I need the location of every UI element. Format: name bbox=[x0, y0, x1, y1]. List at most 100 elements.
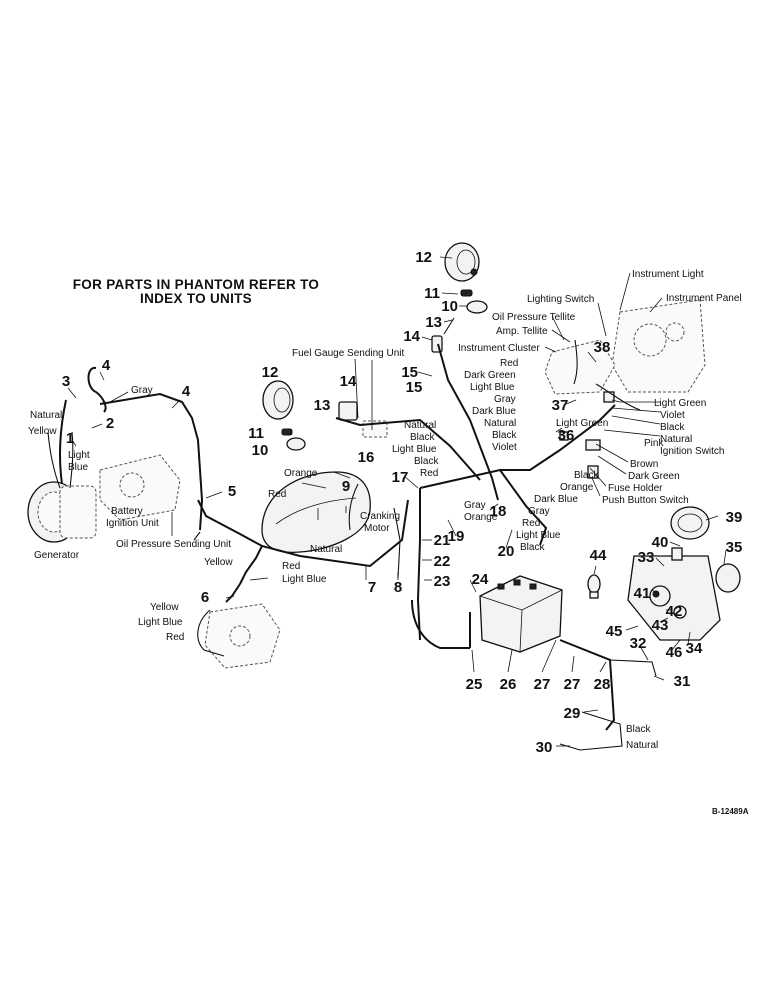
label-red-mid: Red bbox=[268, 489, 286, 500]
battery-part bbox=[479, 575, 563, 653]
label-cb-black2: Black bbox=[520, 542, 545, 553]
label-amp-tellite: Amp. Tellite bbox=[496, 326, 548, 337]
label-oil-pressure-sending-unit: Oil Pressure Sending Unit bbox=[116, 539, 231, 550]
callout-45: 45 bbox=[606, 623, 623, 640]
wire-rear-30 bbox=[559, 711, 623, 751]
instrument-panel-phantom bbox=[611, 299, 706, 393]
callout-42: 42 bbox=[666, 603, 683, 620]
label-cm-red: Red bbox=[420, 468, 438, 479]
leader-12-top bbox=[439, 256, 453, 259]
callout-1: 1 bbox=[66, 430, 74, 447]
leader-27b bbox=[571, 655, 575, 673]
callout-46: 46 bbox=[666, 644, 683, 661]
callout-13-left: 13 bbox=[314, 397, 331, 414]
callout-24: 24 bbox=[472, 571, 489, 588]
label-cb-light-blue: Light Blue bbox=[516, 530, 561, 541]
wire-light-blue bbox=[69, 431, 74, 489]
label-cm-black2: Black bbox=[414, 456, 439, 467]
harness-left-natural bbox=[58, 399, 67, 485]
leader-fuse-holder bbox=[589, 467, 607, 487]
label-light-blue-low: Light Blue bbox=[138, 617, 183, 628]
leader-1 bbox=[71, 439, 77, 447]
label-cm-black: Black bbox=[410, 432, 435, 443]
leader-29 bbox=[583, 709, 599, 713]
label-cl-red: Red bbox=[500, 358, 518, 369]
label-cl-dark-blue: Dark Blue bbox=[472, 406, 516, 417]
harness-down-6 bbox=[239, 545, 263, 585]
callout-10-top: 10 bbox=[441, 298, 458, 315]
label-cl-violet: Violet bbox=[492, 442, 517, 453]
leader-41 bbox=[651, 589, 659, 595]
callout-20: 20 bbox=[498, 543, 515, 560]
label-natural-left: Natural bbox=[30, 410, 62, 421]
label-orange-mid: Orange bbox=[284, 468, 318, 479]
leader-red-yellow bbox=[249, 577, 269, 581]
leader-28 bbox=[599, 661, 607, 673]
callout-43: 43 bbox=[652, 617, 669, 634]
callout-37: 37 bbox=[552, 397, 569, 414]
callout-25: 25 bbox=[466, 676, 483, 693]
label-light-blue-left-2: Blue bbox=[68, 462, 88, 473]
leader-4-left bbox=[99, 371, 105, 381]
label-yellow-mid: Yellow bbox=[204, 557, 233, 568]
battery-ignition-unit-phantom bbox=[99, 454, 181, 521]
harness-top-gray bbox=[99, 392, 204, 531]
wire-rear-31 bbox=[609, 659, 657, 677]
leader-4-right bbox=[171, 399, 181, 409]
leader-instrument-cluster bbox=[544, 346, 557, 353]
callout-10-left: 10 bbox=[252, 442, 269, 459]
leader-38 bbox=[587, 351, 597, 363]
label-battery-ignition-2: Ignition Unit bbox=[106, 518, 159, 529]
label-br-natural: Natural bbox=[626, 740, 658, 751]
label-cr-fuse-holder: Fuse Holder bbox=[608, 483, 663, 494]
callout-5: 5 bbox=[228, 483, 236, 500]
callout-15-top: 15 bbox=[401, 364, 418, 381]
callout-6: 6 bbox=[201, 589, 209, 606]
callout-9: 9 bbox=[342, 478, 350, 495]
leader-push-button bbox=[591, 477, 601, 497]
label-br-black: Black bbox=[626, 724, 651, 735]
wire-lighting-switch bbox=[573, 339, 578, 385]
label-c-orange: Orange bbox=[464, 512, 498, 523]
label-battery-ignition-1: Battery bbox=[111, 506, 143, 517]
callout-16: 16 bbox=[358, 449, 375, 466]
leader-27a bbox=[541, 639, 557, 673]
label-cl-natural: Natural bbox=[484, 418, 516, 429]
callout-21: 21 bbox=[434, 532, 451, 549]
wire-cluster-right bbox=[595, 383, 641, 411]
label-generator: Generator bbox=[34, 550, 80, 561]
callout-35: 35 bbox=[726, 539, 743, 556]
harness-rear-28 bbox=[559, 639, 616, 731]
leader-26 bbox=[507, 649, 513, 673]
leader-amp-tellite bbox=[551, 329, 571, 343]
wire-orange-9 bbox=[348, 483, 359, 531]
harness-fuel-15 bbox=[335, 417, 481, 481]
header-line-2: INDEX TO UNITS bbox=[140, 291, 252, 306]
callout-14-top: 14 bbox=[403, 328, 420, 345]
leader-32 bbox=[639, 645, 649, 661]
label-cr-black: Black bbox=[660, 422, 685, 433]
leader-19 bbox=[447, 519, 457, 537]
harness-end-6 bbox=[225, 583, 241, 603]
callout-36: 36 bbox=[558, 427, 575, 444]
lamp-39 bbox=[670, 506, 710, 540]
label-cl-dark-green: Dark Green bbox=[464, 370, 516, 381]
leader-5 bbox=[205, 491, 223, 499]
callout-27-b: 27 bbox=[564, 676, 581, 693]
leader-lighting-switch bbox=[597, 302, 607, 337]
leader-light-green bbox=[611, 399, 660, 403]
leader-39 bbox=[705, 515, 719, 521]
callout-26: 26 bbox=[500, 676, 517, 693]
label-cl-gray: Gray bbox=[494, 394, 516, 405]
leader-44 bbox=[593, 565, 597, 575]
label-cr-dark-green: Dark Green bbox=[628, 471, 680, 482]
label-cr-brown: Brown bbox=[630, 459, 658, 470]
leader-20 bbox=[505, 529, 513, 549]
callout-2: 2 bbox=[106, 415, 114, 432]
fuel-gauge-bracket-14 bbox=[338, 401, 388, 438]
headlight-12-top bbox=[444, 242, 480, 282]
label-cb-dark-blue: Dark Blue bbox=[534, 494, 578, 505]
callout-39: 39 bbox=[726, 509, 743, 526]
callout-15-left: 15 bbox=[406, 379, 423, 396]
wire-loop-4 bbox=[87, 366, 107, 413]
